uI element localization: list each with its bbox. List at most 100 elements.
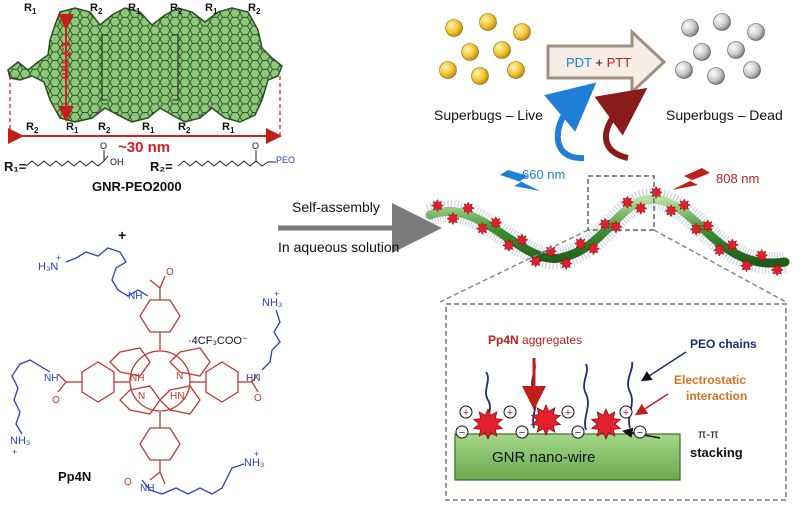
nh3-left-charge: + (12, 447, 18, 457)
peo-arrow (640, 351, 687, 382)
live-bacterium (445, 19, 463, 37)
zoom-leader-left (439, 229, 589, 303)
pp4n-particle (677, 198, 691, 212)
pp4n-particle (609, 220, 623, 234)
negative-charge: − (515, 425, 529, 439)
red-curved-arrow (594, 87, 648, 161)
r2-definition: R₂= (150, 159, 173, 174)
svg-text:−: − (459, 427, 465, 439)
r2-peo: PEO (276, 155, 296, 165)
amide-nh-left: NH (44, 373, 59, 384)
live-bacterium (461, 43, 479, 61)
pp4n-particle (755, 248, 769, 262)
inset-pp4n: Pp4N (488, 333, 519, 347)
pp4n-particle (446, 212, 460, 226)
nh3-right-charge: + (274, 289, 280, 299)
dead-bacterium (747, 23, 765, 41)
positive-charge: + (503, 405, 517, 419)
svg-text:−: − (637, 427, 643, 439)
r1-bottom-right: R1 (222, 121, 235, 136)
therapy-plus: + (595, 55, 603, 70)
pp4n-particle (475, 222, 489, 236)
pp4n-particle (515, 233, 529, 247)
inset-aggregates: aggregates (522, 333, 583, 347)
amide-nh-top: NH (128, 291, 143, 302)
pp4n-particle (649, 185, 663, 199)
r2-bottom-mid: R2 (98, 121, 111, 136)
red-wavelength-label: 808 nm (716, 171, 760, 186)
stacking-label: stacking (690, 445, 743, 460)
amide-nh-bottom: NH (140, 483, 155, 494)
inset-aggregate-star (590, 408, 622, 440)
positive-charge: + (459, 405, 473, 419)
r2-top-left: R2 (90, 2, 103, 17)
r1-oh: OH (110, 157, 124, 167)
blue-curved-arrow (544, 82, 597, 162)
pp4n-particle (502, 238, 516, 252)
pp4n-particle (725, 238, 739, 252)
dead-bacterium (693, 43, 711, 61)
amide-o-right: O (254, 393, 262, 404)
amide-groups (57, 275, 259, 485)
svg-text:+: + (623, 407, 629, 419)
interaction-label: interaction (686, 389, 748, 403)
live-bacterium (479, 13, 497, 31)
nh3-top: H₃N (38, 261, 59, 273)
r2-o: O (252, 141, 260, 151)
porphyrin-arms (11, 247, 281, 495)
pp4n-particle (634, 201, 648, 215)
gnr-nanowire (425, 188, 790, 275)
pp4n-particle (574, 236, 588, 251)
plus-sign: + (118, 227, 127, 243)
amide-hn-right: HN (246, 373, 261, 384)
pp4n-particle (489, 216, 503, 230)
amide-o-top: O (166, 267, 174, 278)
negative-charge: − (633, 425, 647, 439)
pdt-label: PDT (566, 55, 592, 70)
dead-bacterium (707, 67, 725, 85)
pp4n-particles-on-wire (430, 185, 784, 277)
r1-top-right: R1 (205, 2, 218, 17)
nh3-right: NH₃ (262, 297, 283, 309)
therapy-label: PDT + PTT (566, 56, 631, 69)
pi-pi-label: π-π (698, 427, 719, 441)
negative-charge: − (455, 425, 469, 439)
ring-hn: HN (170, 391, 185, 402)
r1-top-left: R1 (24, 2, 37, 17)
live-bacterium (471, 67, 489, 85)
blue-lightning-icon (500, 170, 540, 191)
inset-charges: ++++−−−− (455, 405, 647, 439)
pp4n-particle (461, 201, 475, 215)
salt-label: ·4CF₃COO⁻ (188, 335, 248, 347)
pp4n-particle (701, 219, 715, 233)
nanowire-label: GNR nano-wire (492, 449, 596, 466)
dead-bacterium (681, 19, 699, 37)
dead-bacterium (727, 41, 745, 59)
positive-charge: + (561, 405, 575, 419)
ring-nh: NH (130, 373, 145, 384)
gnr-width-label: ~1.7 nm (59, 34, 73, 80)
live-bacterium (507, 61, 525, 79)
pp4n-particle (430, 199, 445, 213)
inset-pp4n-aggregates (472, 404, 622, 440)
pp4n-particle (586, 242, 601, 256)
r1-definition: R₁= (4, 159, 27, 174)
therapy-block-arrow (546, 28, 667, 96)
pp4n-particle (712, 243, 727, 257)
pp4n-particle (598, 217, 612, 231)
r2-bottom-right: R2 (178, 121, 191, 136)
live-bacterium (513, 23, 531, 41)
dead-superbugs-cluster (675, 13, 765, 85)
live-bacterium (493, 41, 511, 59)
pp4n-particle (620, 195, 634, 209)
svg-text:+: + (463, 407, 469, 419)
amide-o-left: O (52, 395, 60, 406)
ptt-label: PTT (606, 55, 632, 70)
r1-bottom-mid: R1 (142, 121, 155, 136)
inset-aggregate-star (472, 408, 504, 440)
negative-charge: − (571, 425, 585, 439)
r2-top-right: R2 (248, 2, 261, 17)
inset-aggregate-star (530, 404, 562, 436)
r1-o: O (100, 141, 108, 151)
nanowire-slab (454, 433, 681, 481)
